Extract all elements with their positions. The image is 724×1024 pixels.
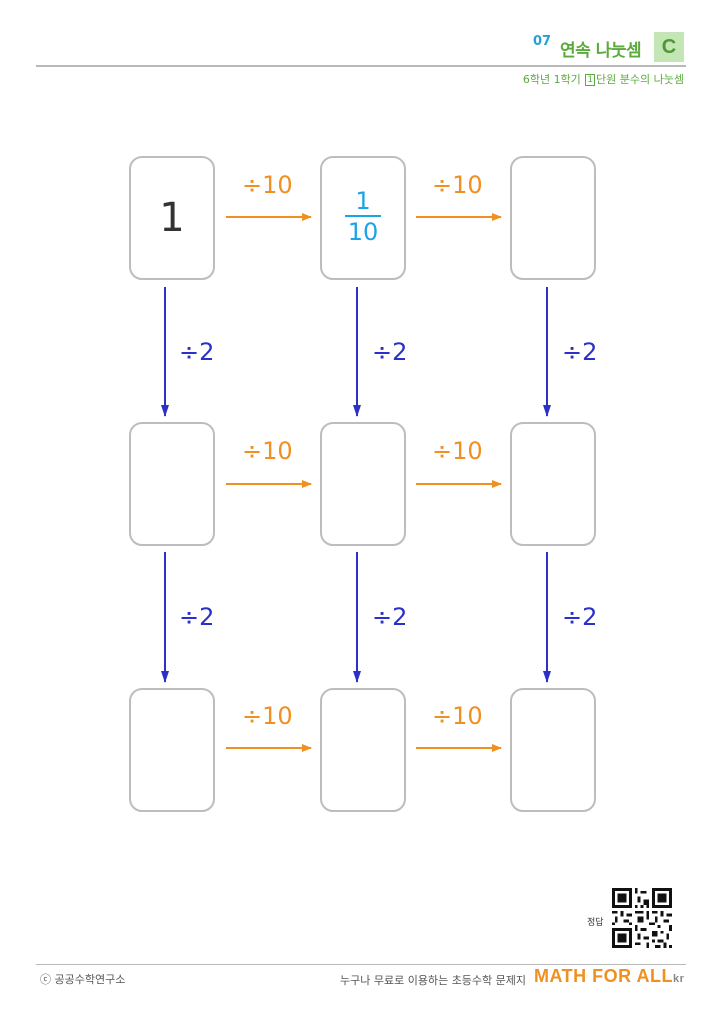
- fraction-bar: [345, 215, 381, 217]
- box-r1-c1: 1: [129, 156, 215, 280]
- answer-label: 정답: [587, 918, 604, 928]
- op-label-v-c2-r1: ÷2: [372, 338, 408, 366]
- answer-box-r3-c2[interactable]: [320, 688, 406, 812]
- op-label-v-c1-r1: ÷2: [179, 338, 215, 366]
- op-label-v-c3-r1: ÷2: [562, 338, 598, 366]
- brand-main: MATH FOR ALL: [534, 966, 673, 986]
- answer-qr-code-icon[interactable]: [612, 888, 672, 948]
- answer-box-r2-c1[interactable]: [129, 422, 215, 546]
- subtitle-grade: 6학년 1학기: [522, 73, 581, 86]
- start-value: 1: [159, 195, 185, 241]
- level-badge: C: [654, 32, 684, 62]
- answer-box-r3-c3[interactable]: [510, 688, 596, 812]
- subtitle-unit: 단원 분수의 나눗셈: [596, 73, 684, 86]
- tagline: 누구나 무료로 이용하는 초등수학 문제지: [340, 974, 527, 987]
- answer-box-r3-c1[interactable]: [129, 688, 215, 812]
- fraction-numerator: 1: [355, 187, 371, 215]
- brand-suffix: kr: [672, 973, 685, 985]
- op-label-h-r2-c1: ÷10: [242, 437, 293, 465]
- footer-divider: [36, 964, 686, 965]
- copyright: ⓒ 공공수학연구소: [40, 973, 126, 986]
- op-label-h-r1-c2: ÷10: [432, 171, 483, 199]
- answer-box-r2-c3[interactable]: [510, 422, 596, 546]
- box-r1-c2: 1 10: [320, 156, 406, 280]
- op-label-v-c2-r2: ÷2: [372, 603, 408, 631]
- worksheet-number: 07: [533, 34, 552, 49]
- fraction: 1 10: [322, 188, 404, 245]
- op-label-v-c3-r2: ÷2: [562, 603, 598, 631]
- op-label-h-r3-c1: ÷10: [242, 702, 293, 730]
- op-label-h-r2-c2: ÷10: [432, 437, 483, 465]
- unit-number-badge: 1: [585, 74, 596, 86]
- header-divider: [36, 65, 686, 67]
- op-label-v-c1-r2: ÷2: [179, 603, 215, 631]
- worksheet-title: 연속 나눗셈: [560, 41, 642, 61]
- op-label-h-r1-c1: ÷10: [242, 171, 293, 199]
- op-label-h-r3-c2: ÷10: [432, 702, 483, 730]
- answer-box-r2-c2[interactable]: [320, 422, 406, 546]
- answer-box-r1-c3[interactable]: [510, 156, 596, 280]
- fraction-denominator: 10: [347, 218, 379, 246]
- brand-logo: MATH FOR ALLkr: [534, 966, 684, 987]
